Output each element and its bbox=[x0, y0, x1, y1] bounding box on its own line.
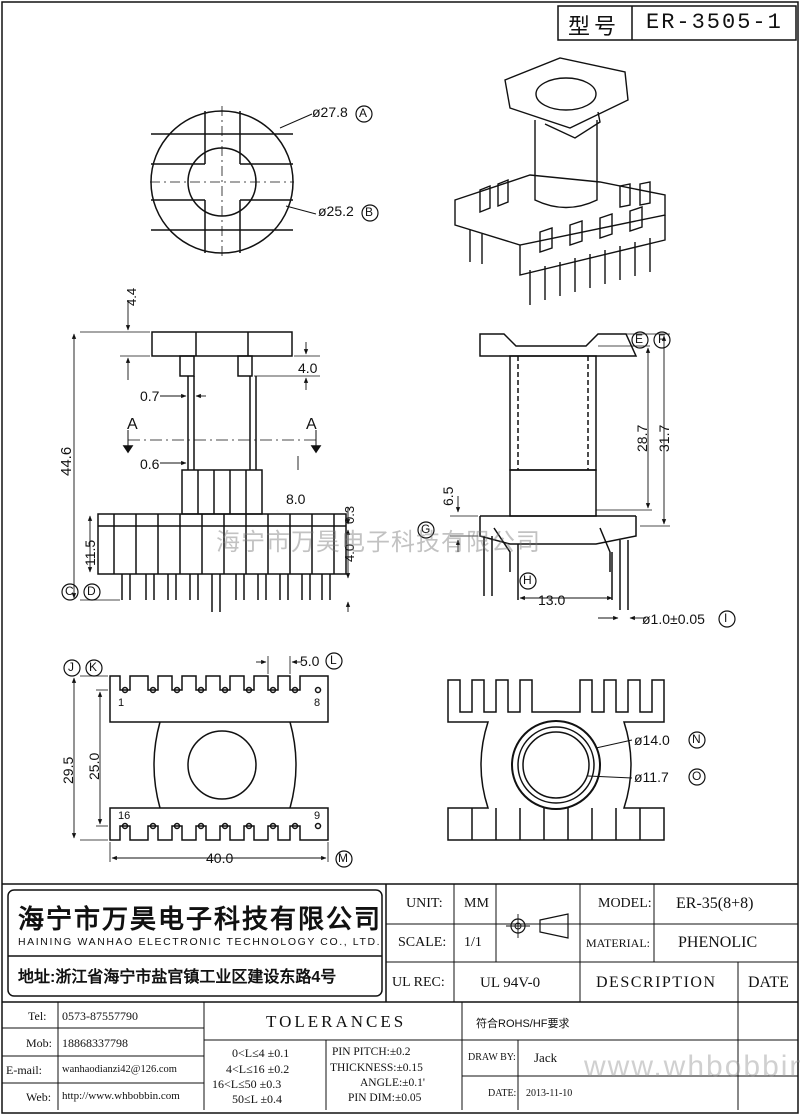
reference-circles bbox=[61, 105, 736, 868]
dim-6-5: 6.5 bbox=[440, 486, 456, 506]
ref-l: L bbox=[330, 653, 337, 667]
dim-29-5: 29.5 bbox=[60, 756, 76, 784]
dim-5-0: 5.0 bbox=[300, 653, 320, 669]
ref-h: H bbox=[523, 573, 532, 587]
site-watermark: www.whbobbin.com bbox=[584, 1050, 800, 1083]
company-watermark: 海宁市万昊电子科技有限公司 bbox=[216, 529, 541, 556]
dim-4-4: 4.4 bbox=[124, 287, 139, 306]
model-box-value: ER-3505-1 bbox=[646, 10, 783, 35]
dim-d27: ø27.8 bbox=[312, 104, 348, 120]
tol-range-1: 0<L≤4 ±0.1 bbox=[232, 1046, 290, 1060]
tol-pin-dim: PIN DIM:±0.05 bbox=[348, 1092, 422, 1104]
bottom-right-view bbox=[447, 679, 665, 841]
dim-25-0: 25.0 bbox=[86, 752, 102, 780]
description-header: DESCRIPTION bbox=[596, 974, 717, 991]
rohs-note: 符合ROHS/HF要求 bbox=[476, 1018, 570, 1030]
dim-4-0: 4.0 bbox=[298, 360, 318, 376]
section-a-right: A bbox=[306, 416, 317, 433]
contact-mob-label: Mob: bbox=[26, 1036, 53, 1050]
dim-11-5: 11.5 bbox=[82, 539, 98, 566]
dim-0-7: 0.7 bbox=[140, 388, 160, 404]
dim-31-7: 31.7 bbox=[656, 424, 672, 452]
dim-d25: ø25.2 bbox=[318, 203, 354, 219]
dim-28-7: 28.7 bbox=[634, 424, 650, 452]
company-name-en: HAINING WANHAO ELECTRONIC TECHNOLOGY CO.… bbox=[18, 936, 382, 948]
dim-13-0: 13.0 bbox=[538, 592, 566, 608]
dim-44-6: 44.6 bbox=[58, 446, 75, 476]
contact-web-label: Web: bbox=[26, 1090, 52, 1104]
date-header: DATE bbox=[748, 974, 789, 991]
ref-k: K bbox=[89, 660, 98, 674]
ref-c: C bbox=[65, 584, 74, 598]
top-view-flange bbox=[150, 106, 317, 258]
ulrec-label: UL REC: bbox=[392, 975, 445, 990]
ref-i: I bbox=[724, 611, 728, 625]
ulrec-value: UL 94V-0 bbox=[480, 975, 541, 991]
ref-f: F bbox=[658, 332, 666, 346]
draw-by-label: DRAW BY: bbox=[468, 1052, 516, 1063]
dim-d14: ø14.0 bbox=[634, 732, 670, 748]
date-label: DATE: bbox=[488, 1088, 517, 1099]
tol-pin-pitch: PIN PITCH:±0.2 bbox=[332, 1046, 411, 1058]
section-a-left: A bbox=[127, 416, 138, 433]
isometric-view bbox=[454, 57, 666, 305]
contact-email-label: E-mail: bbox=[6, 1063, 42, 1077]
ref-a: A bbox=[359, 106, 368, 120]
title-block-grid bbox=[2, 883, 798, 1110]
date-value: 2013-11-10 bbox=[526, 1088, 573, 1099]
model-value: ER-35(8+8) bbox=[676, 895, 754, 912]
dim-40-0: 40.0 bbox=[206, 850, 234, 866]
ref-e: E bbox=[635, 332, 644, 346]
tol-thickness: THICKNESS:±0.15 bbox=[330, 1062, 423, 1074]
bottom-view bbox=[71, 656, 329, 862]
tol-angle: ANGLE:±0.1' bbox=[360, 1077, 425, 1089]
scale-value: 1/1 bbox=[464, 935, 482, 950]
contact-tel-value: 0573-87557790 bbox=[62, 1009, 138, 1023]
model-label: MODEL: bbox=[598, 896, 652, 911]
model-box-label: 型号 bbox=[568, 14, 621, 39]
dim-8-0: 8.0 bbox=[286, 491, 306, 507]
dim-pin: ø1.0±0.05 bbox=[642, 611, 705, 627]
pin-label-9: 9 bbox=[314, 810, 321, 822]
pin-label-1: 1 bbox=[118, 697, 125, 709]
company-name-cn: 海宁市万昊电子科技有限公司 bbox=[18, 904, 383, 934]
front-view bbox=[71, 300, 351, 612]
side-view bbox=[450, 333, 670, 621]
ref-d: D bbox=[87, 584, 96, 598]
company-address: 地址:浙江省海宁市盐官镇工业区建设东路4号 bbox=[18, 969, 337, 986]
scale-label: SCALE: bbox=[398, 935, 447, 950]
unit-value: MM bbox=[464, 896, 489, 911]
draw-by-value: Jack bbox=[534, 1050, 558, 1065]
ref-m: M bbox=[338, 851, 348, 865]
ref-j: J bbox=[68, 660, 74, 674]
model-number-box bbox=[557, 5, 797, 41]
tolerances-title: TOLERANCES bbox=[266, 1012, 407, 1031]
ref-g: G bbox=[421, 522, 431, 536]
ref-b: B bbox=[365, 205, 374, 219]
pin-label-16: 16 bbox=[118, 810, 131, 822]
tol-range-2: 4<L≤16 ±0.2 bbox=[226, 1062, 290, 1076]
contact-web-value: http://www.whbobbin.com bbox=[62, 1090, 180, 1102]
tol-range-3: 16<L≤50 ±0.3 bbox=[212, 1077, 282, 1091]
unit-label: UNIT: bbox=[406, 896, 443, 911]
tol-range-4: 50≤L ±0.4 bbox=[232, 1092, 283, 1106]
pin-label-8: 8 bbox=[314, 697, 321, 709]
contact-mob-value: 18868337798 bbox=[62, 1036, 128, 1050]
material-label: MATERIAL: bbox=[586, 936, 650, 950]
contact-tel-label: Tel: bbox=[28, 1009, 47, 1023]
material-value: PHENOLIC bbox=[678, 934, 758, 951]
dim-d11-7: ø11.7 bbox=[634, 769, 669, 785]
ref-o: O bbox=[692, 769, 702, 783]
ref-n: N bbox=[692, 732, 701, 746]
contact-email-value: wanhaodianzi42@126.com bbox=[62, 1064, 177, 1075]
dim-0-6: 0.6 bbox=[140, 456, 160, 472]
